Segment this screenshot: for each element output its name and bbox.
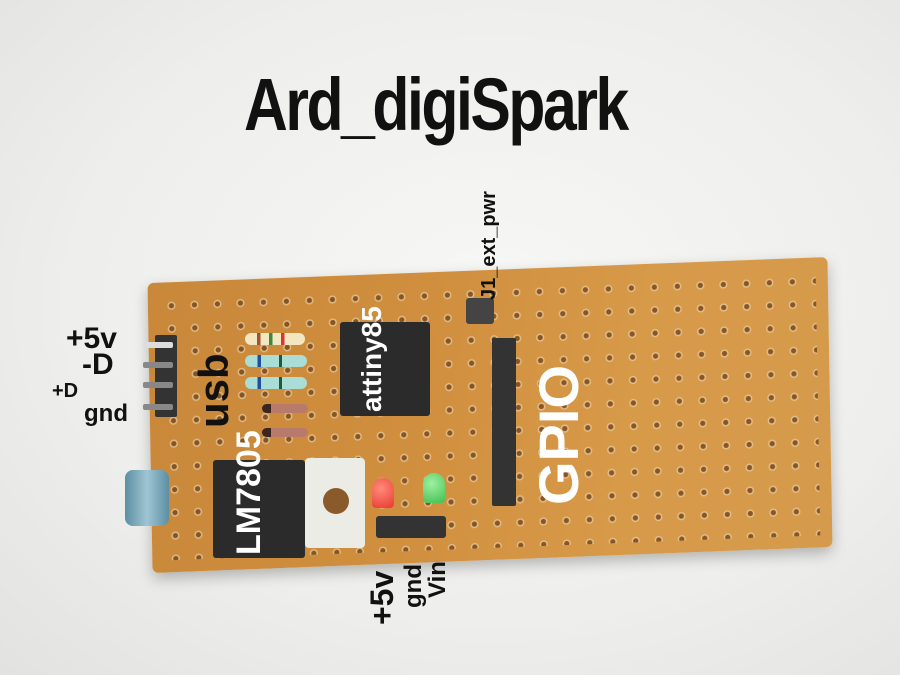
usb-pin-3 xyxy=(143,382,173,388)
gpio-header xyxy=(492,338,516,506)
label-usb-minus-d: -D xyxy=(82,348,114,381)
led-green xyxy=(423,473,445,503)
attiny85-chip xyxy=(340,322,430,416)
power-pin-header xyxy=(376,516,446,538)
resistor-1 xyxy=(245,333,305,345)
mounting-hole xyxy=(323,488,349,514)
label-lm7805: LM7805 xyxy=(230,430,268,555)
jumper-j1 xyxy=(466,298,494,324)
usb-pin-1 xyxy=(143,342,173,348)
label-gpio: GPIO xyxy=(527,364,590,505)
diode-2 xyxy=(262,428,308,437)
lm7805-regulator xyxy=(213,460,305,558)
usb-pin-2 xyxy=(143,362,173,368)
usb-pin-header xyxy=(155,335,177,417)
label-j1-ext-pwr: J1_ext_pwr xyxy=(478,191,500,300)
title: Ard_digiSpark xyxy=(244,63,629,146)
capacitor xyxy=(125,470,169,526)
usb-pin-4 xyxy=(143,404,173,410)
resistor-3 xyxy=(245,377,307,389)
label-usb-plus-d: +D xyxy=(52,380,79,402)
label-usb-5v: +5v xyxy=(66,322,117,355)
led-red xyxy=(372,478,394,508)
lm7805-heatsink-tab xyxy=(305,458,365,548)
label-usb: usb xyxy=(190,353,237,428)
label-usb-gnd: gnd xyxy=(84,400,128,427)
label-power-5v: +5v xyxy=(364,570,400,625)
diode-1 xyxy=(262,404,308,413)
label-attiny85: attiny85 xyxy=(356,306,387,412)
label-power-vin: Vin xyxy=(424,561,451,598)
resistor-2 xyxy=(245,355,307,367)
